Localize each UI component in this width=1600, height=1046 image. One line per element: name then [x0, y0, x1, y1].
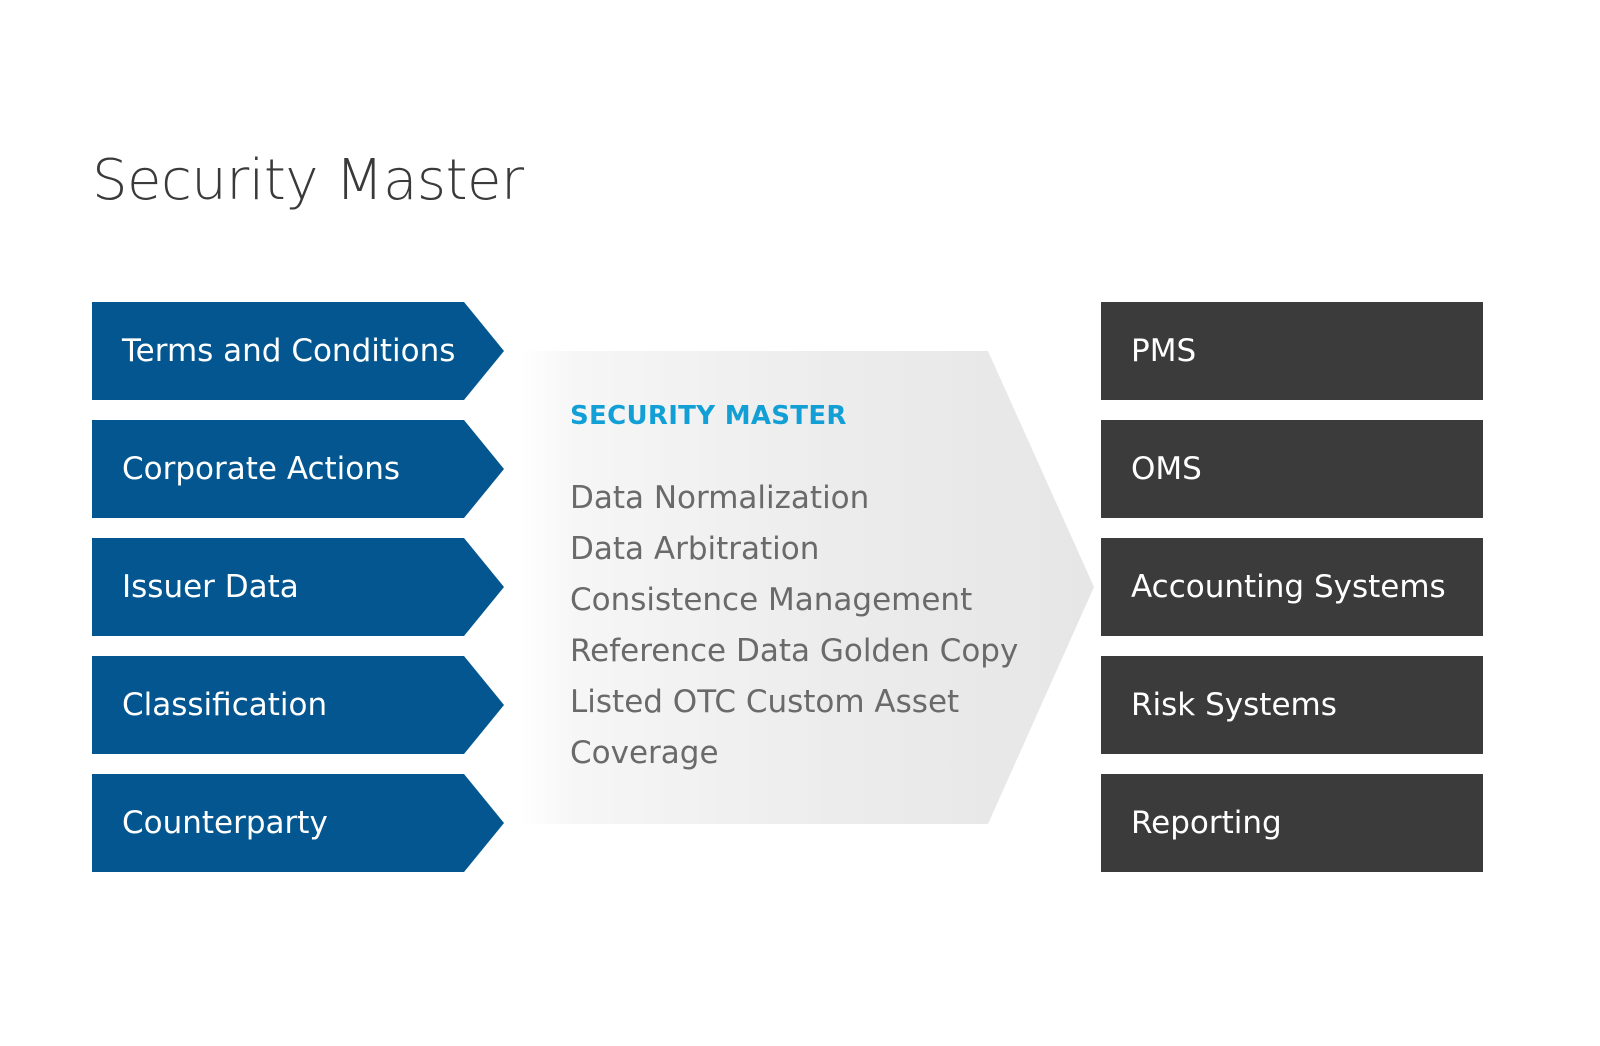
process-item: Coverage [570, 735, 719, 771]
process-item: Data Normalization [570, 480, 870, 516]
output-box-accounting-systems: Accounting Systems [1101, 538, 1483, 636]
process-item: Listed OTC Custom Asset [570, 684, 960, 720]
input-arrow-corporate-actions: Corporate Actions [92, 420, 504, 518]
input-arrow-counterparty: Counterparty [92, 774, 504, 872]
input-arrow-issuer-data: Issuer Data [92, 538, 504, 636]
output-box-reporting: Reporting [1101, 774, 1483, 872]
process-item: Reference Data Golden Copy [570, 633, 1019, 669]
output-box-risk-systems: Risk Systems [1101, 656, 1483, 754]
input-arrow-terms-and-conditions: Terms and Conditions [92, 302, 504, 400]
process-item: Data Arbitration [570, 531, 820, 567]
security-master-process-chevron: SECURITY MASTER Data Normalization Data … [520, 351, 1094, 824]
input-arrow-classification: Classification [92, 656, 504, 754]
process-item: Consistence Management [570, 582, 973, 618]
process-title: SECURITY MASTER [570, 401, 847, 431]
process-function-list: Data Normalization Data Arbitration Cons… [570, 473, 1018, 779]
output-box-pms: PMS [1101, 302, 1483, 400]
output-box-oms: OMS [1101, 420, 1483, 518]
page-title: Security Master [92, 148, 524, 213]
